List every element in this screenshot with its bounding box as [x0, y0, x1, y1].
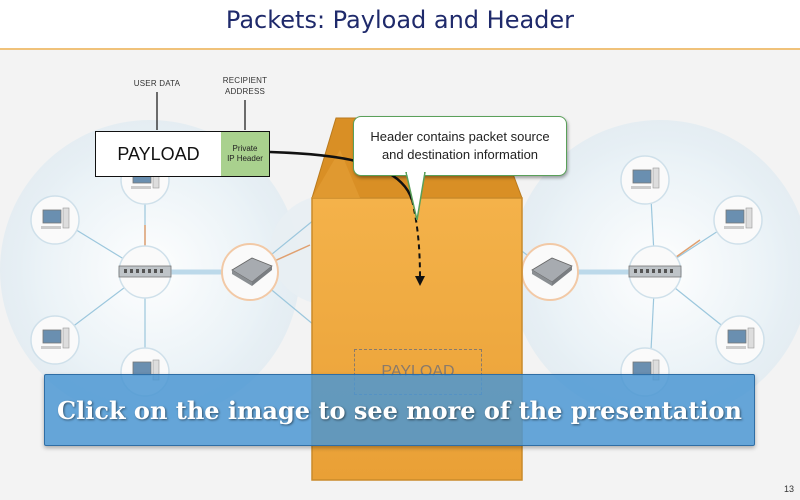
computer-icon [30, 315, 80, 365]
title-bar: Packets: Payload and Header [0, 0, 800, 48]
switch-icon [118, 245, 172, 299]
computer-icon [30, 195, 80, 245]
banner-text: Click on the image to see more of the pr… [57, 395, 742, 425]
computer-nodes [30, 155, 765, 397]
view-presentation-banner[interactable]: Click on the image to see more of the pr… [44, 374, 755, 446]
header-callout: Header contains packet source and destin… [353, 116, 567, 176]
callout-line1: Header contains packet source [370, 129, 550, 144]
computer-icon [713, 195, 763, 245]
callout-tail [405, 172, 426, 221]
computer-icon [620, 155, 670, 205]
recipient-address-label: RECIPIENT ADDRESS [210, 75, 280, 97]
computer-icon [715, 315, 765, 365]
recipient-label-line2: ADDRESS [224, 87, 266, 96]
payload-box: PAYLOAD [95, 131, 222, 177]
switch-icon [628, 245, 682, 299]
insert-arrow [411, 199, 421, 279]
router-icon [221, 243, 279, 301]
slide-title: Packets: Payload and Header [225, 6, 575, 34]
user-data-label: USER DATA [133, 79, 181, 88]
callout-line2: and destination information [381, 147, 539, 162]
ip-header-box: Private IP Header [221, 131, 270, 177]
router-icon [521, 243, 579, 301]
header-line1: Private [232, 144, 258, 153]
network-diagram [0, 92, 800, 481]
title-divider [0, 48, 800, 50]
header-line2: IP Header [227, 154, 263, 163]
page-number: 13 [783, 484, 794, 494]
recipient-label-line1: RECIPIENT [222, 76, 268, 85]
